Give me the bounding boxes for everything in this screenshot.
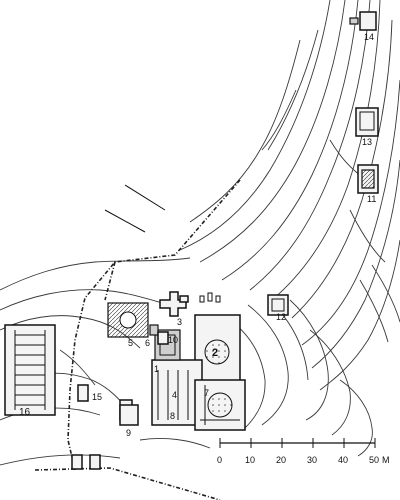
scale-tick-40: 40 bbox=[338, 455, 348, 465]
building-5 bbox=[107, 302, 149, 338]
label-13: 13 bbox=[362, 137, 372, 147]
building-6 bbox=[149, 324, 159, 336]
scale-tick-10: 10 bbox=[245, 455, 255, 465]
contour-lines bbox=[0, 0, 400, 466]
scale-tick-20: 20 bbox=[276, 455, 286, 465]
label-5: 5 bbox=[128, 338, 133, 348]
label-7: 7 bbox=[204, 388, 209, 398]
gate-structures bbox=[71, 454, 101, 470]
scale-tick-50: 50 bbox=[369, 455, 379, 465]
label-10: 10 bbox=[168, 335, 178, 345]
label-9: 9 bbox=[126, 428, 131, 438]
label-4: 4 bbox=[172, 390, 177, 400]
scale-tick-0: 0 bbox=[217, 455, 222, 465]
label-8: 8 bbox=[170, 411, 175, 421]
building-10 bbox=[157, 331, 169, 345]
building-9 bbox=[119, 404, 139, 426]
building-3 bbox=[159, 291, 189, 317]
building-15 bbox=[77, 384, 89, 402]
label-6: 6 bbox=[145, 338, 150, 348]
label-3: 3 bbox=[177, 317, 182, 327]
ruin-lines bbox=[104, 184, 166, 233]
label-14: 14 bbox=[364, 32, 374, 42]
label-12: 12 bbox=[276, 312, 286, 322]
building-13 bbox=[355, 107, 379, 137]
label-16: 16 bbox=[19, 407, 31, 418]
label-2: 2 bbox=[212, 347, 218, 359]
label-11: 11 bbox=[367, 194, 376, 204]
building-labels: 1 2 3 4 5 6 7 8 9 10 11 12 13 14 15 16 bbox=[19, 32, 376, 438]
small-ruins bbox=[199, 292, 221, 303]
building-16 bbox=[4, 324, 56, 416]
scale-unit: M bbox=[382, 455, 390, 465]
label-15: 15 bbox=[92, 392, 102, 402]
main-complex bbox=[119, 314, 246, 431]
building-11 bbox=[357, 164, 379, 194]
enclosure-wall bbox=[34, 179, 241, 500]
scale-tick-30: 30 bbox=[307, 455, 317, 465]
building-14 bbox=[349, 11, 377, 31]
building-12 bbox=[267, 294, 289, 316]
scale-bar: 0 10 20 30 40 50 M bbox=[217, 438, 390, 465]
label-1: 1 bbox=[154, 364, 159, 374]
